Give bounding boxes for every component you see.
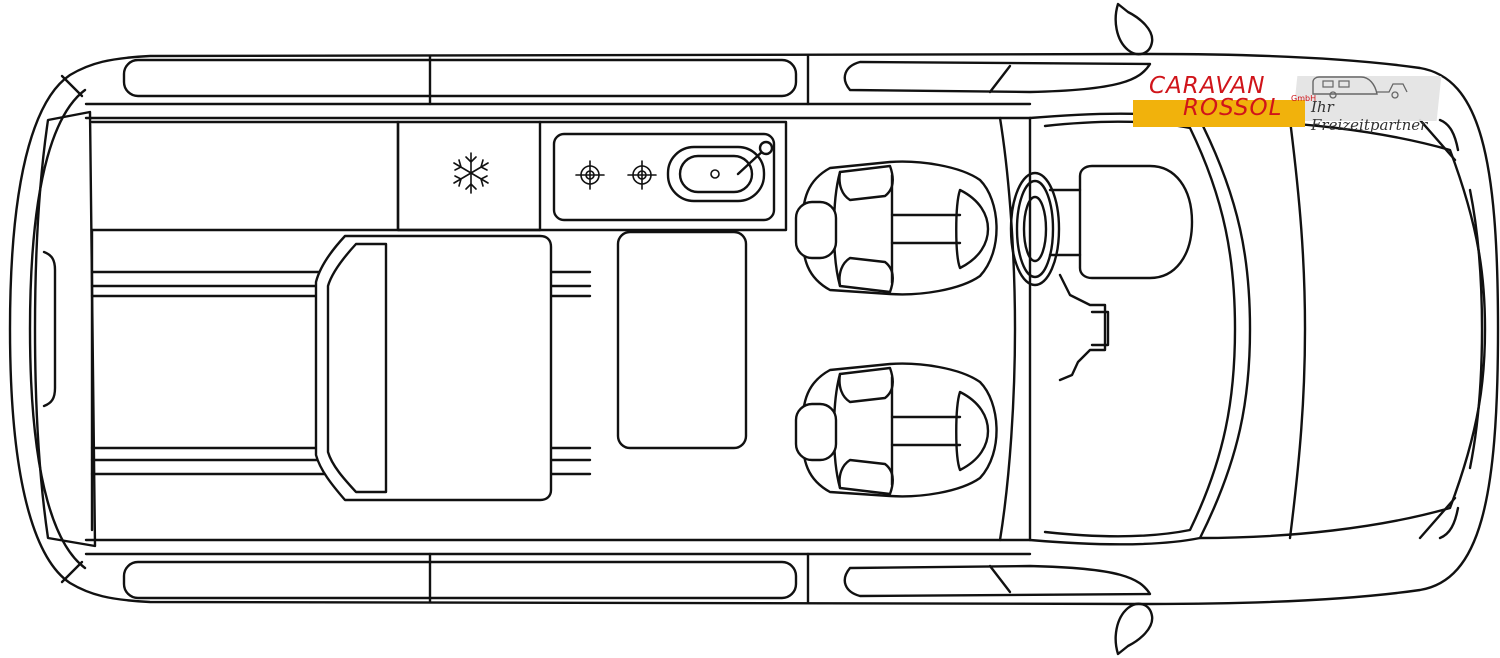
snowflake-icon [453,152,489,194]
kitchen-block [538,120,788,232]
logo-slogan: Ihr Freizeitpartner [1311,98,1428,134]
folding-table [616,230,748,450]
cab-area [998,112,1487,546]
rear-bench-seat [314,234,553,502]
van-body-outline [8,52,1500,606]
rear-interior [90,120,592,532]
left-mirror [1114,2,1154,56]
roof-rails [84,54,1152,604]
caravan-icon [1312,76,1408,99]
front-seat-driver [794,160,998,296]
crosshair-icon [575,160,605,190]
right-mirror [1114,602,1154,656]
logo-yellow-stripe [1133,100,1305,127]
dealer-logo: CARAVAN ROSSOL GmbH Ihr Freizeitpartner [1133,72,1442,134]
steering-wheel [1009,171,1061,287]
front-seat-passenger [794,362,998,498]
logo-text-caravan: CARAVAN [1149,73,1266,99]
logo-text-gmbh: GmbH [1291,94,1317,103]
sink-icon [666,140,774,203]
dashboard [1048,164,1194,382]
logo-text-rossol: ROSSOL [1183,95,1283,121]
crosshair-icon [627,160,657,190]
